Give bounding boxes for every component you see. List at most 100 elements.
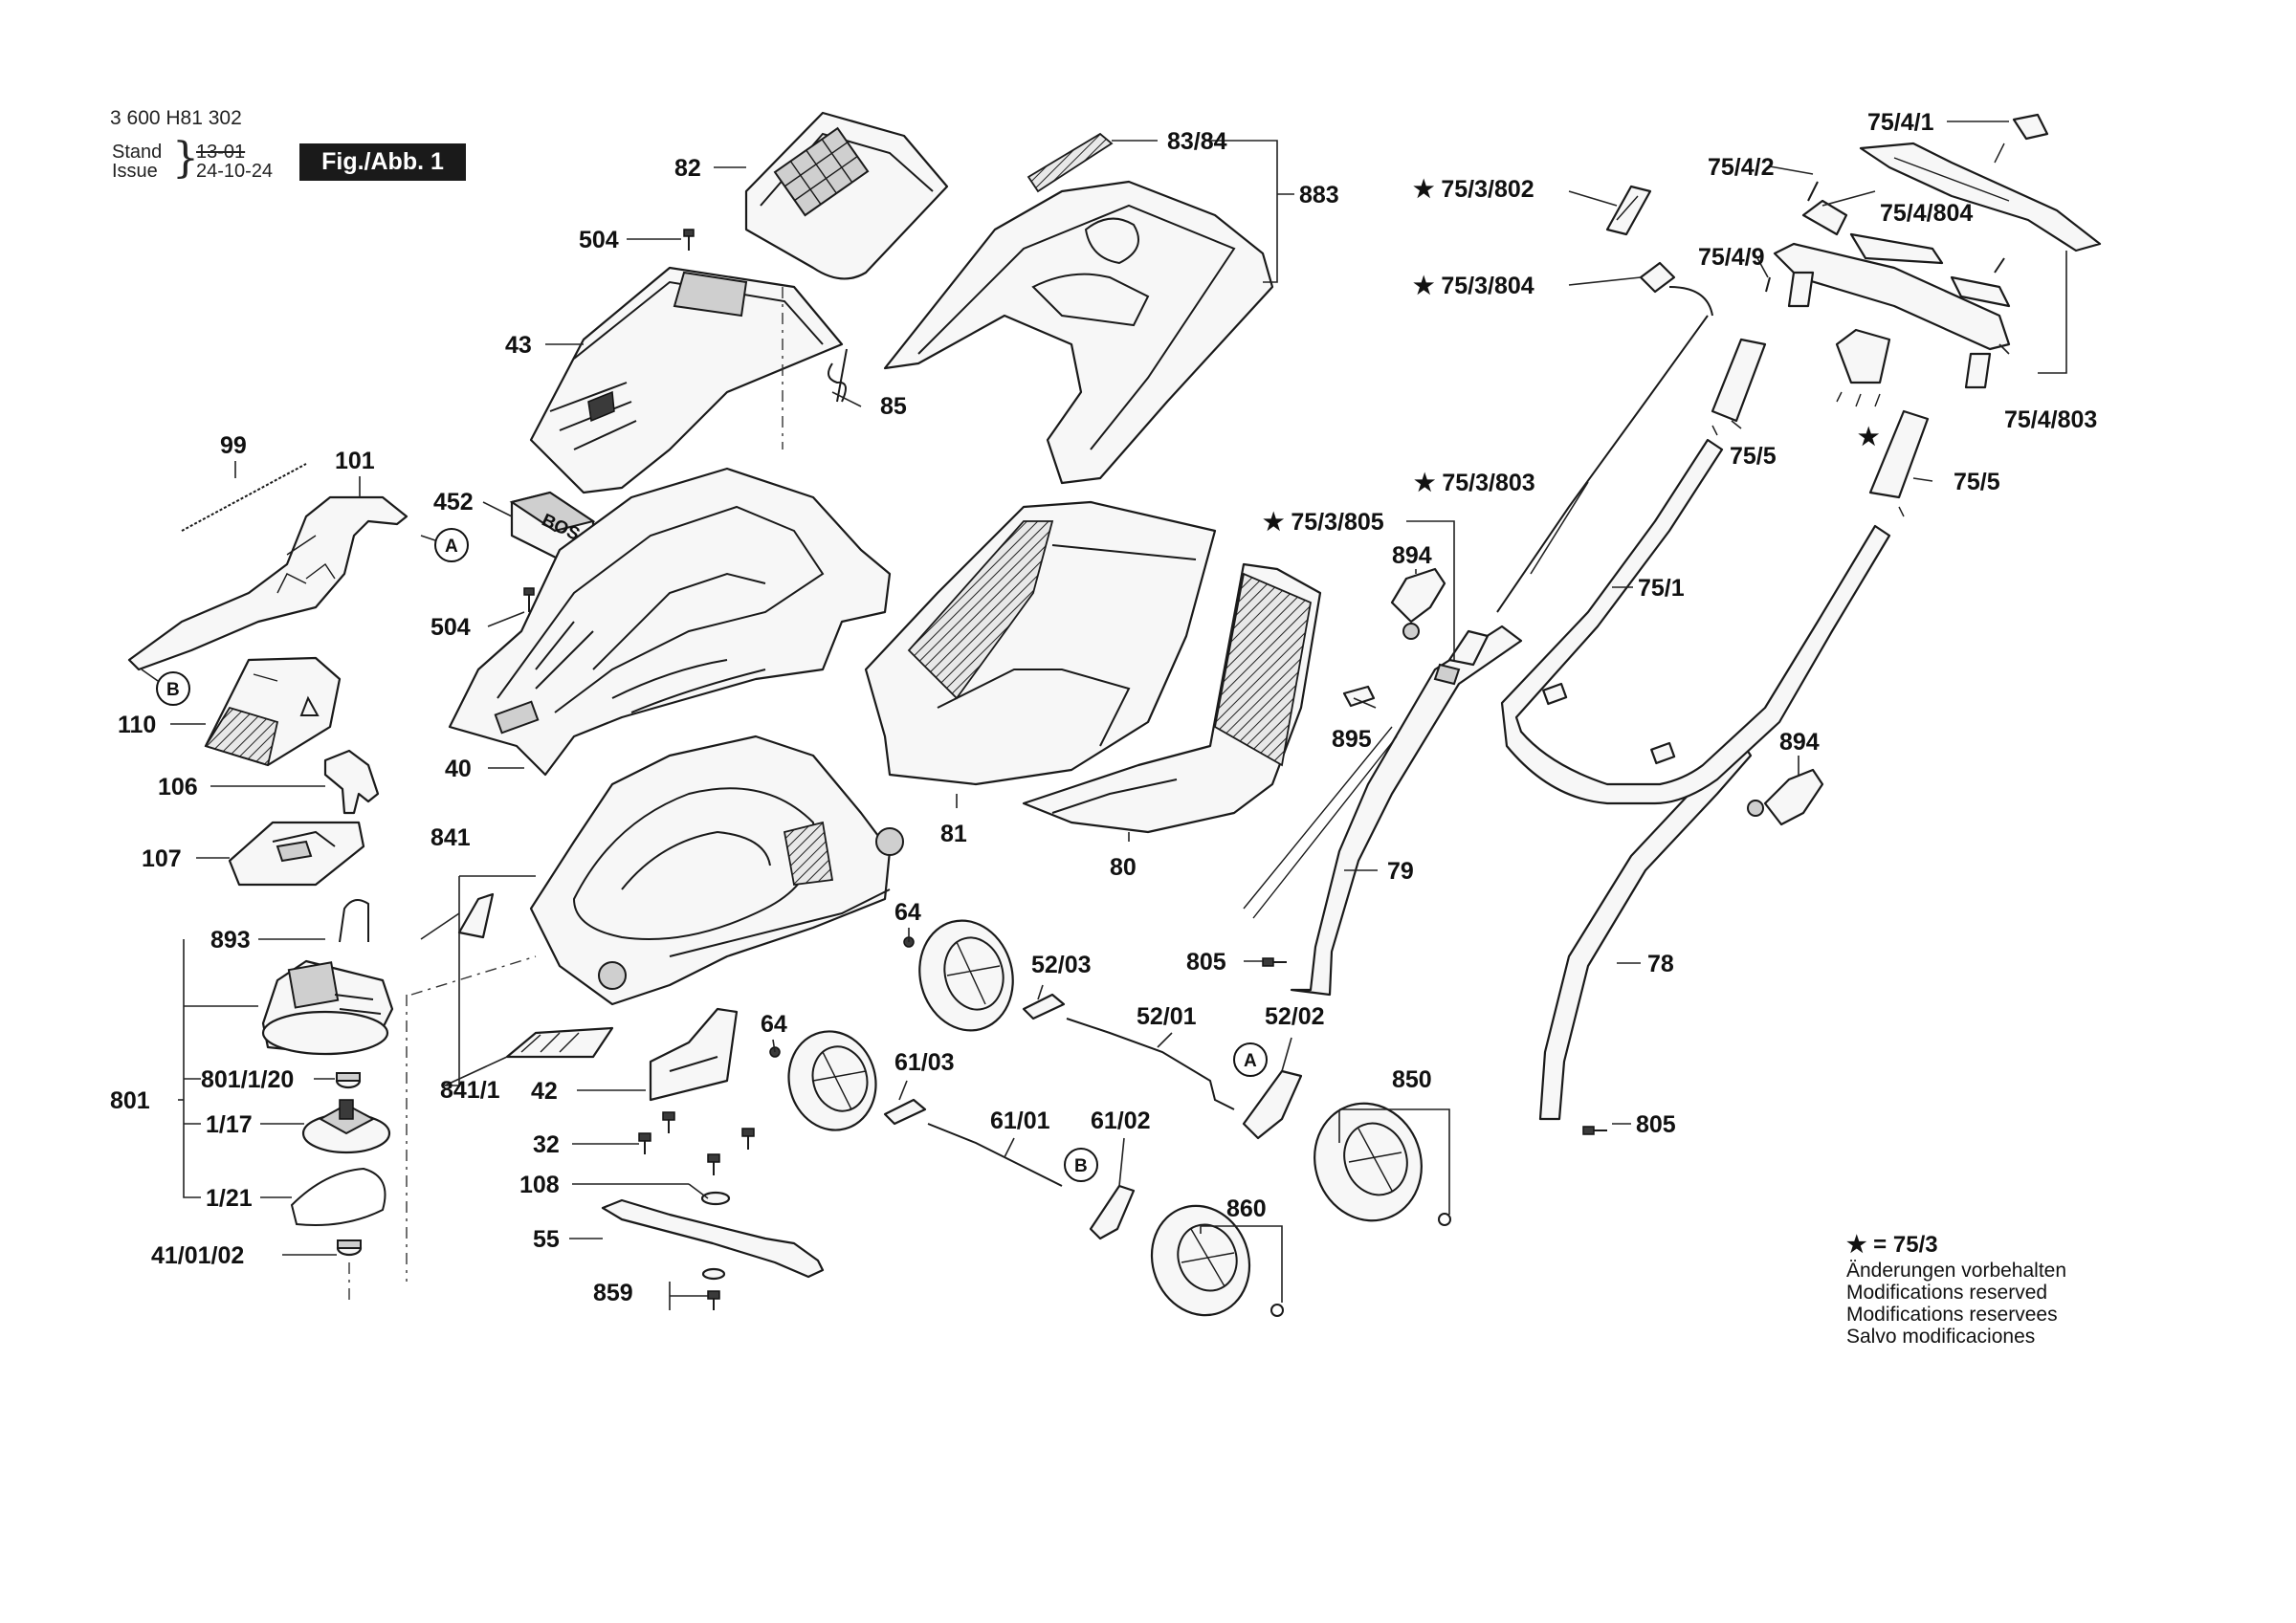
part-883-grass-box-lid: [883, 180, 1274, 485]
callout-893: 893: [210, 927, 251, 954]
callout-55: 55: [533, 1226, 560, 1253]
part-43-upper-housing: [529, 266, 844, 494]
callout-75-3-804: ★ 75/3/804: [1413, 273, 1534, 299]
marker-a-2: A: [1233, 1042, 1268, 1077]
callout-1-17: 1/17: [206, 1111, 253, 1138]
part-75-4-803-handle-base: [1773, 242, 2011, 389]
callout-52-03: 52/03: [1031, 952, 1092, 978]
footer-notes: ★ = 75/3 Änderungen vorbehalten Modifica…: [1846, 1232, 2067, 1349]
callout-64-rear: 64: [894, 899, 921, 926]
callout-52-01: 52/01: [1137, 1003, 1197, 1030]
callout-star: ★: [1858, 424, 1880, 450]
callout-75-5-right: 75/5: [1954, 469, 2000, 495]
part-79-lower-handle-left: [1243, 625, 1523, 997]
part-893-cable-bracket: [339, 899, 369, 943]
part-81-grass-box-frame: [864, 500, 1217, 786]
part-1-17-pulley-fan: [301, 1099, 391, 1154]
part-504-screw-mid: [523, 587, 535, 612]
callout-101: 101: [335, 448, 375, 474]
issue-label: Issue: [112, 161, 158, 182]
part-859-blade-screw: [701, 1267, 726, 1310]
marker-b-2: B: [1064, 1148, 1098, 1182]
part-85-torsion-spring: [782, 287, 848, 450]
callout-75-4-2: 75/4/2: [1708, 154, 1775, 181]
callout-801: 801: [110, 1087, 150, 1114]
part-61-02-height-lever: [1089, 1184, 1136, 1240]
part-75-3-805-cable-clip: [1433, 629, 1490, 686]
callout-106: 106: [158, 774, 198, 801]
part-110-motor-cover: [204, 656, 342, 767]
note-de: Änderungen vorbehalten: [1846, 1260, 2067, 1282]
callout-82: 82: [674, 155, 701, 182]
part-82-cover-flap: [744, 111, 949, 280]
callout-41-01-02: 41/01/02: [151, 1242, 244, 1269]
callout-883: 883: [1299, 182, 1339, 208]
leader-lines: [170, 121, 2067, 1310]
part-75-4-804-trigger: [1801, 199, 2011, 308]
note-es: Salvo modificaciones: [1846, 1326, 2036, 1348]
part-handle-clamps: [1542, 682, 1676, 765]
marker-b-1: B: [156, 671, 190, 706]
part-101-switch-lever: [127, 495, 408, 671]
callout-860: 860: [1226, 1195, 1267, 1222]
part-805-screw-right: [1582, 1126, 1607, 1135]
part-41-01-02-bearing: [336, 1239, 363, 1257]
callout-75-4-804: 75/4/804: [1880, 200, 1973, 227]
part-894-star-knob-left: [1390, 567, 1446, 640]
part-32-screws: [638, 1111, 755, 1175]
callout-504-top: 504: [579, 227, 619, 253]
callout-895: 895: [1332, 726, 1372, 753]
callout-40: 40: [445, 756, 472, 782]
part-801-1-20-bearing: [335, 1072, 362, 1089]
svg-text:B: B: [1074, 1156, 1088, 1176]
callout-61-02: 61/02: [1091, 1108, 1151, 1134]
callout-52-02: 52/02: [1265, 1003, 1325, 1030]
part-75-4-9-pin: [1765, 257, 2005, 293]
stand-date: 13-01: [196, 142, 246, 163]
callout-108: 108: [519, 1172, 560, 1198]
part-75-4-1-button: [1994, 113, 2049, 164]
callout-78: 78: [1647, 951, 1674, 977]
part-55-blade: [601, 1198, 825, 1279]
marker-a-1: A: [434, 528, 469, 562]
part-star-switch-box: [1835, 328, 1891, 407]
callout-107: 107: [142, 845, 182, 872]
callout-43: 43: [505, 332, 532, 359]
part-107-socket-housing: [228, 821, 365, 887]
part-504-screw-top: [683, 229, 695, 251]
part-42-flap: [649, 1007, 739, 1102]
part-75-3-802-switch-clip: [1605, 185, 1652, 236]
callout-805-lower: 805: [1186, 949, 1226, 976]
callout-61-03: 61/03: [894, 1049, 955, 1076]
part-52-02-height-lever: [1242, 1069, 1303, 1140]
part-850-wheel: [1314, 1102, 1451, 1226]
part-75-3-804-connector: [1639, 261, 1713, 317]
callout-32: 32: [533, 1131, 560, 1158]
callout-110: 110: [118, 712, 156, 738]
issue-date: 24-10-24: [196, 161, 274, 182]
part-78-lower-handle-right: [1538, 739, 1753, 1121]
part-80-grass-box-tray: [1022, 562, 1322, 834]
callout-75-4-1: 75/4/1: [1867, 109, 1934, 136]
part-75-4-1-handle-top-cover: [1859, 142, 2102, 252]
callout-99: 99: [220, 432, 247, 459]
part-75-5-sleeves: [1711, 338, 1930, 517]
callout-85: 85: [880, 393, 907, 420]
callout-75-1: 75/1: [1638, 575, 1685, 602]
star-note: ★ = 75/3: [1846, 1232, 1938, 1258]
part-83-84-handle-grip: [1027, 132, 1114, 193]
part-1-21-drive-belt: [290, 1167, 386, 1226]
callout-42: 42: [531, 1078, 558, 1105]
part-895-cable-strain: [1342, 685, 1376, 708]
callout-79: 79: [1387, 858, 1414, 885]
part-860-wheel: [1150, 1204, 1284, 1317]
part-52-01-axle: [1066, 1018, 1235, 1110]
callout-labels: 82 504 43 85 83/84 883 99 101 452 504 11…: [110, 109, 2097, 1306]
callout-75-4-9: 75/4/9: [1698, 244, 1765, 271]
part-75-4-2-pin: [1807, 181, 1819, 202]
note-fr: Modifications reservees: [1846, 1304, 2058, 1326]
figure-label: Fig./Abb. 1: [299, 143, 466, 181]
callout-75-4-803: 75/4/803: [2004, 406, 2097, 433]
callout-83-84: 83/84: [1167, 128, 1227, 155]
